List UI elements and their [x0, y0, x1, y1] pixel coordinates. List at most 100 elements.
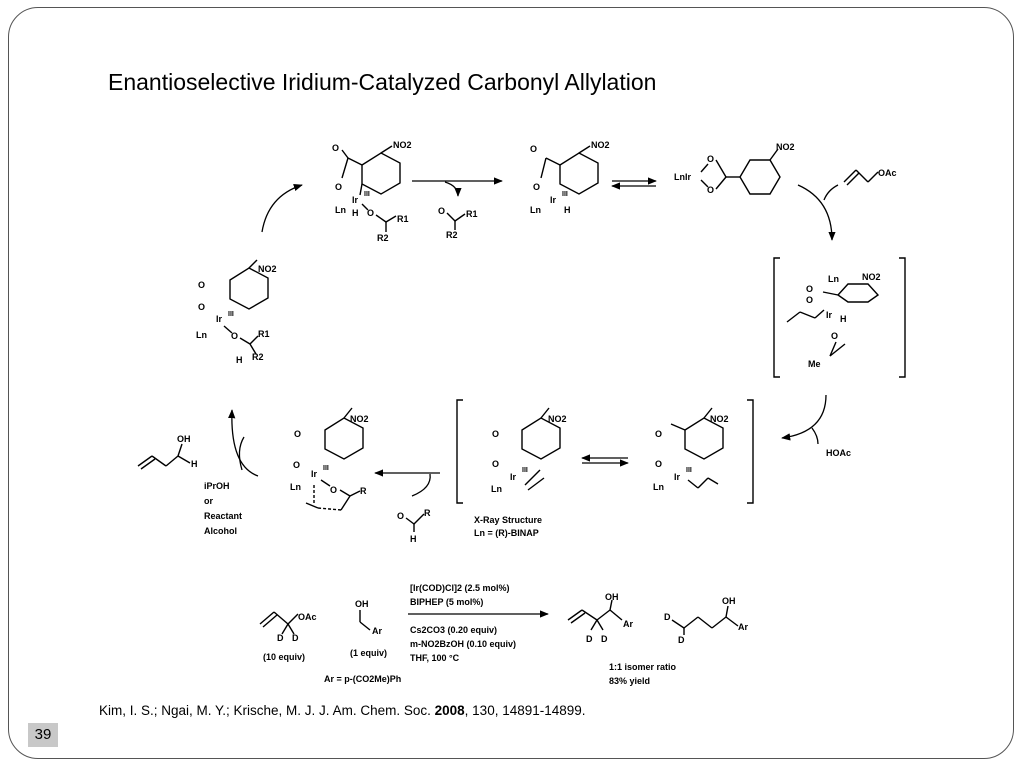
svg-text:O: O [492, 459, 499, 469]
yield-label: 83% yield [609, 676, 650, 686]
svg-text:O: O [806, 284, 813, 294]
svg-text:H: H [236, 355, 243, 365]
iridium-label: Ir [352, 195, 359, 205]
product-d2-alkene-isomer: D D Ar OH [664, 596, 748, 645]
svg-text:Ar: Ar [372, 626, 382, 636]
svg-text:OH: OH [605, 592, 619, 602]
svg-text:R: R [424, 508, 431, 518]
svg-text:Ar: Ar [623, 619, 633, 629]
isomer-ratio: 1:1 isomer ratio [609, 662, 677, 672]
svg-text:Ir: Ir [510, 472, 517, 482]
xray-caption: X-Ray Structure [474, 515, 542, 525]
svg-text:O: O [198, 302, 205, 312]
slide-frame [8, 7, 1014, 759]
svg-text:Cs2CO3 (0.20 equiv): Cs2CO3 (0.20 equiv) [410, 625, 497, 635]
svg-text:Ir: Ir [311, 469, 318, 479]
complex-top-left: NO2 O O Ir III Ln H O R1 R2 [332, 140, 412, 243]
svg-text:R2: R2 [252, 352, 264, 362]
svg-text:O: O [530, 144, 537, 154]
svg-text:Ln: Ln [530, 205, 541, 215]
svg-text:Ir: Ir [216, 314, 223, 324]
svg-text:O: O [655, 429, 662, 439]
svg-text:D: D [277, 633, 284, 643]
svg-text:H: H [564, 205, 571, 215]
svg-text:Ir: Ir [550, 195, 557, 205]
svg-text:LnIr: LnIr [674, 172, 691, 182]
allyl-acetate: OAc [843, 168, 897, 186]
svg-text:Ar: Ar [738, 622, 748, 632]
product-d2-alcohol: Ar OH D D [567, 592, 633, 644]
svg-text:OAc: OAc [298, 612, 317, 622]
svg-text:D: D [664, 612, 671, 622]
svg-text:D: D [292, 633, 299, 643]
page-number: 39 [28, 723, 58, 747]
ligand-caption: Ln = (R)-BINAP [474, 528, 539, 538]
svg-text:iPrOH: iPrOH [204, 481, 230, 491]
equiv-1-label: (1 equiv) [350, 648, 387, 658]
svg-text:O: O [293, 460, 300, 470]
aldehyde-released: O R1 R2 [438, 206, 478, 240]
svg-text:R2: R2 [377, 233, 389, 243]
svg-text:H: H [352, 208, 359, 218]
svg-text:O: O [397, 511, 404, 521]
aldehyde-entering: O R H [397, 508, 431, 544]
svg-text:Alcohol: Alcohol [204, 526, 237, 536]
svg-text:BIPHEP (5 mol%): BIPHEP (5 mol%) [410, 597, 483, 607]
svg-text:Ln: Ln [196, 330, 207, 340]
svg-text:R1: R1 [258, 329, 270, 339]
complex-allyl-iridium: NO2 O O Ir III Ln [653, 407, 729, 492]
svg-text:O: O [533, 182, 540, 192]
hoac-label: HOAc [826, 448, 851, 458]
svg-text:O: O [198, 280, 205, 290]
ar-definition: Ar = p-(CO2Me)Ph [324, 674, 401, 684]
svg-text:NO2: NO2 [350, 414, 369, 424]
no2-label: NO2 [393, 140, 412, 150]
hydrogen-donor-label: iPrOH or Reactant Alcohol [204, 481, 242, 536]
complex-left-alkoxide: NO2 O O Ir III Ln O R1 R2 H [196, 259, 277, 365]
svg-text:OH: OH [722, 596, 736, 606]
svg-text:O: O [806, 295, 813, 305]
svg-text:O: O [492, 429, 499, 439]
svg-text:O: O [438, 206, 445, 216]
svg-text:THF, 100 °C: THF, 100 °C [410, 653, 460, 663]
svg-text:NO2: NO2 [862, 272, 881, 282]
transition-state-bracket: Ln NO2 O O Ir H O Me [773, 257, 906, 378]
svg-text:O: O [330, 485, 337, 495]
svg-text:O: O [367, 208, 374, 218]
svg-text:Ir: Ir [826, 310, 833, 320]
svg-text:III: III [562, 191, 568, 198]
svg-text:Ln: Ln [290, 482, 301, 492]
svg-text:Ln: Ln [653, 482, 664, 492]
svg-text:OH: OH [177, 434, 191, 444]
svg-text:III: III [364, 191, 370, 198]
svg-text:III: III [686, 467, 692, 474]
svg-text:O: O [707, 154, 714, 164]
homoallylic-alcohol: OH H [137, 434, 198, 470]
svg-text:NO2: NO2 [710, 414, 729, 424]
complex-alkoxide-alkene: NO2 O O Ir III Ln O R [290, 407, 369, 511]
svg-text:O: O [831, 331, 838, 341]
slide-title: Enantioselective Iridium-Catalyzed Carbo… [108, 69, 657, 95]
svg-text:R: R [360, 486, 367, 496]
svg-text:R1: R1 [466, 209, 478, 219]
complex-ir-hydride: NO2 O O Ir III Ln H [530, 140, 610, 215]
svg-text:Ln: Ln [491, 484, 502, 494]
svg-text:O: O [231, 331, 238, 341]
svg-text:Me: Me [808, 359, 821, 369]
svg-text:Ln: Ln [335, 205, 346, 215]
svg-text:Reactant: Reactant [204, 511, 242, 521]
svg-text:O: O [335, 182, 342, 192]
svg-text:R2: R2 [446, 230, 458, 240]
svg-text:D: D [601, 634, 608, 644]
xray-structure-bracket: NO2 O O Ir III Ln [456, 399, 754, 504]
svg-text:R1: R1 [397, 214, 409, 224]
svg-text:Ln: Ln [828, 274, 839, 284]
svg-text:NO2: NO2 [591, 140, 610, 150]
svg-text:OH: OH [355, 599, 369, 609]
svg-text:or: or [204, 496, 213, 506]
svg-text:Ir: Ir [674, 472, 681, 482]
svg-text:O: O [294, 429, 301, 439]
svg-text:OAc: OAc [878, 168, 897, 178]
svg-text:m-NO2BzOH (0.10 equiv): m-NO2BzOH (0.10 equiv) [410, 639, 516, 649]
